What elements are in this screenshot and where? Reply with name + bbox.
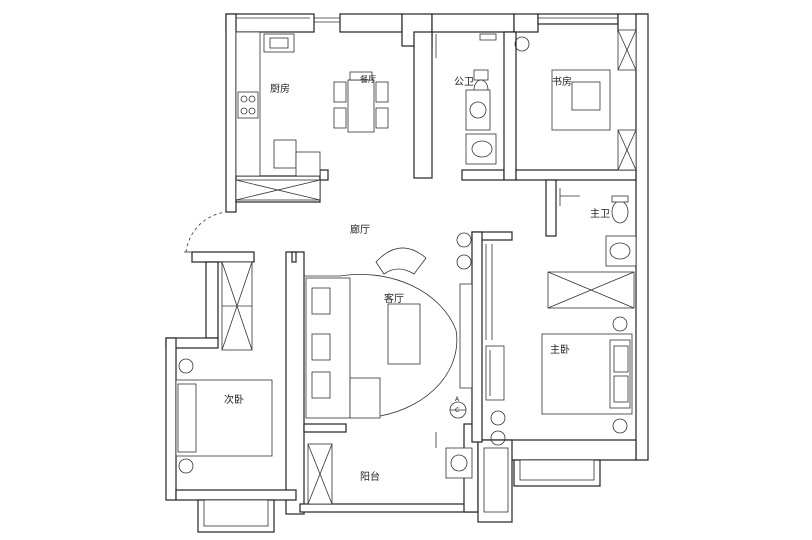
room-label-master-bedroom: 主卧	[550, 345, 570, 356]
room-label-second-bedroom: 次卧	[224, 395, 244, 406]
dining-table	[333, 71, 389, 133]
room-label-kitchen: 厨房	[270, 84, 290, 95]
room-label-study: 书房	[552, 77, 572, 88]
section-mark-a: A	[455, 396, 460, 403]
public-bath-fixtures	[435, 33, 497, 165]
section-mark-c: C	[455, 407, 460, 414]
room-label-master-bath: 主卫	[590, 209, 610, 220]
master-bedroom-furniture	[485, 271, 635, 446]
second-bedroom-furniture	[175, 261, 273, 474]
kitchen-fixtures	[235, 31, 321, 201]
master-bath-fixtures	[559, 188, 637, 267]
study-furniture	[514, 29, 637, 171]
tv-icon	[485, 345, 505, 401]
room-label-dining: 餐厅	[360, 75, 376, 84]
balcony-fixtures	[307, 432, 509, 513]
room-label-public-bath: 公卫	[454, 77, 474, 88]
room-label-corridor: 廊厅	[350, 225, 370, 236]
entry-door-swing	[185, 211, 227, 253]
washbasin-icon	[465, 133, 497, 165]
bed-icon	[541, 333, 633, 415]
living-furniture	[304, 232, 493, 419]
room-label-balcony: 阳台	[360, 472, 380, 483]
sofa-icon	[305, 277, 381, 419]
room-label-living: 客厅	[384, 294, 404, 305]
stove-icon	[237, 91, 259, 119]
